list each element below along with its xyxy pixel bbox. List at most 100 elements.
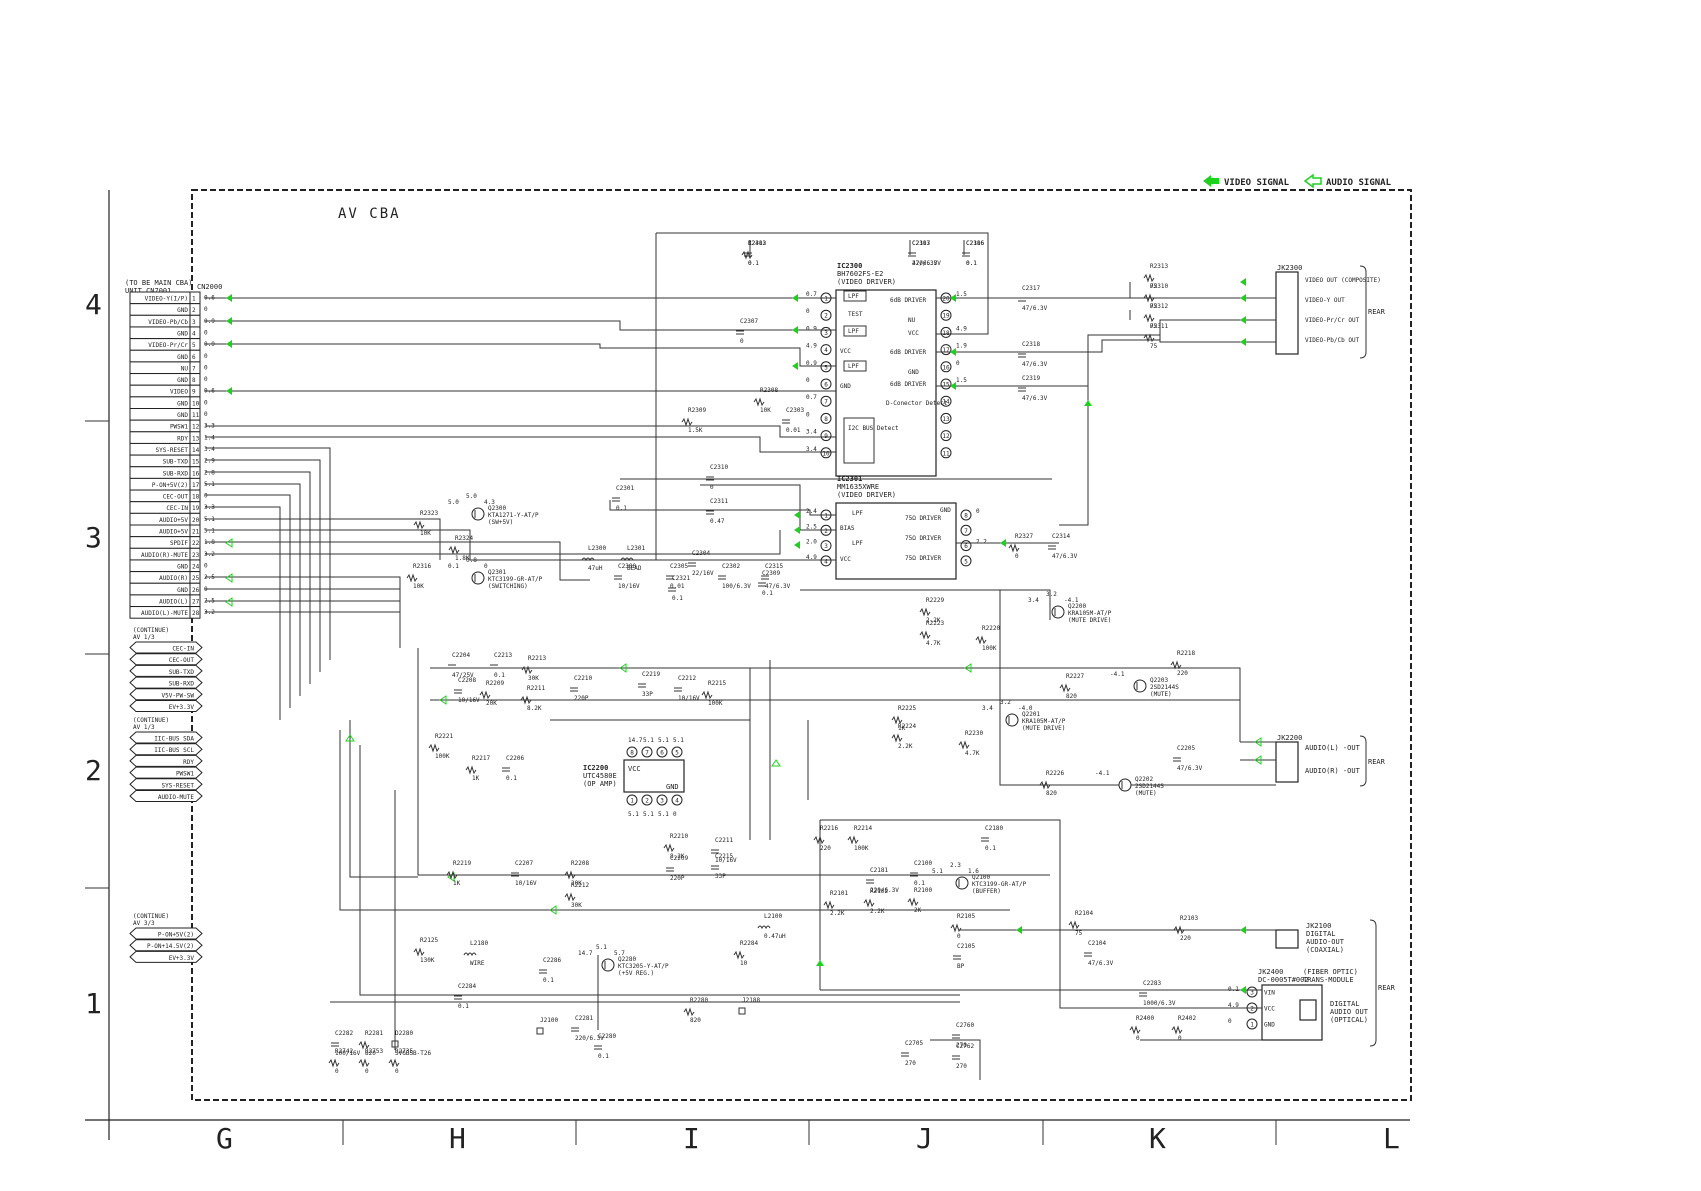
cn2000-pin-number: 7 bbox=[192, 365, 196, 372]
resistor-icon bbox=[521, 665, 533, 675]
cn2000-pin-name: VIDEO bbox=[170, 389, 188, 396]
cn2000-pin-number: 3 bbox=[192, 319, 196, 326]
jk2100-desc-3: (COAXIAL) bbox=[1306, 946, 1344, 954]
pin-number: 4 bbox=[824, 347, 828, 354]
resistor-icon bbox=[358, 1058, 370, 1068]
cn2000-pin-number: 2 bbox=[192, 307, 196, 314]
resistor-icon bbox=[1008, 543, 1020, 553]
pin-circle bbox=[1246, 1018, 1258, 1030]
pin-circle bbox=[940, 309, 952, 321]
jk2400-side-label: REAR bbox=[1378, 984, 1396, 992]
ic2300-block-label: 6dB DRIVER bbox=[890, 349, 927, 356]
component-ref: R2220 bbox=[982, 625, 1000, 632]
ic2300-right-voltage: 1.5 bbox=[956, 377, 967, 384]
component-ref: C2219 bbox=[642, 671, 660, 678]
ic2301-func: (VIDEO DRIVER) bbox=[837, 491, 896, 499]
ic2300-left-voltage: 3.4 bbox=[806, 446, 817, 453]
component-value: 270 bbox=[905, 1060, 916, 1067]
pin-circle bbox=[820, 555, 832, 567]
component-ref: C2208 bbox=[458, 677, 476, 684]
component-ref: C2284 bbox=[458, 983, 476, 990]
jk2200-jack: JK2200 AUDIO(L) -OUT AUDIO(R) -OUT REAR bbox=[1275, 734, 1386, 787]
component-value: 270 bbox=[956, 1042, 967, 1049]
component-ref: R2753 bbox=[365, 1048, 383, 1055]
component-ref: R2284 bbox=[740, 940, 758, 947]
component-ref: C2181 bbox=[870, 867, 888, 874]
component-value: 270 bbox=[956, 1063, 967, 1070]
resistor-icon bbox=[847, 835, 859, 845]
resistor-icon bbox=[663, 843, 675, 853]
component-value: 2K bbox=[914, 907, 922, 914]
resistor-icon bbox=[891, 733, 903, 743]
continue-group-subtitle: AV 3/3 bbox=[133, 920, 155, 927]
cn2000-pin-number: 20 bbox=[192, 517, 200, 524]
component-value: 75 bbox=[1150, 323, 1158, 330]
jk2300-output-label: VIDEO-Pr/Cr OUT bbox=[1305, 317, 1360, 324]
continue-group-title: (CONTINUE) bbox=[133, 717, 169, 724]
transistor-voltage: -4.1 bbox=[1064, 597, 1079, 604]
pin-number: 3 bbox=[824, 330, 828, 337]
resistor-icon bbox=[1129, 1025, 1141, 1035]
transistor-part: KRA105M-AT/P bbox=[1068, 610, 1112, 617]
cn2000-pin-voltage: 0 bbox=[204, 306, 208, 313]
cn2000-pin-number: 8 bbox=[192, 377, 196, 384]
component-ref: C2283 bbox=[1143, 980, 1161, 987]
cn2000-pin-voltage: 0 bbox=[204, 364, 208, 371]
cn2000-pin-number: 18 bbox=[192, 494, 200, 501]
transistor-icon bbox=[1005, 713, 1019, 727]
pin-number: 4 bbox=[675, 798, 679, 805]
ic2300-right-pin: 17 bbox=[940, 344, 952, 356]
ic2300-left-voltage: 0.9 bbox=[806, 325, 817, 332]
continue-signal-tag bbox=[129, 927, 203, 940]
component-value: 0.1 bbox=[966, 260, 977, 267]
passive-components: C23120.1C231347/6.3VC23160.1C23070R23081… bbox=[328, 240, 1203, 1075]
cn2000-pin-voltage: 2.5 bbox=[204, 574, 215, 581]
component-value: 47/6.3V bbox=[1177, 765, 1203, 772]
component-ref: R2229 bbox=[926, 597, 944, 604]
cn2000-pin-number: 26 bbox=[192, 587, 200, 594]
grid-col-h: H bbox=[449, 1122, 466, 1155]
cn2000-pin-voltage: 0 bbox=[204, 329, 208, 336]
continue-signal-tag bbox=[129, 688, 203, 701]
continue-signal-tag bbox=[129, 653, 203, 666]
continue-signal-label: SYS-RESET bbox=[161, 782, 194, 789]
component-value: 820 bbox=[1066, 693, 1077, 700]
component-ref: R2402 bbox=[1178, 1015, 1196, 1022]
ic2300-left-voltage: 3.4 bbox=[806, 429, 817, 436]
resistor-icon bbox=[1143, 273, 1155, 283]
pin-number: 5 bbox=[964, 558, 968, 565]
cn2000-pin-number: 13 bbox=[192, 435, 200, 442]
cn2000-pin-voltage: 1.8 bbox=[204, 539, 215, 546]
transistor-voltage: 0.8 bbox=[466, 557, 477, 564]
cn2000-pin-name: AUDIO(R) bbox=[159, 575, 188, 582]
transistor-function: (SW+5V) bbox=[488, 519, 513, 526]
component-ref: R2215 bbox=[708, 680, 726, 687]
component-ref: J2188 bbox=[742, 997, 760, 1004]
pin-circle bbox=[656, 794, 668, 806]
transistor-voltage: 0.1 bbox=[448, 563, 459, 570]
component-ref: C2762 bbox=[956, 1043, 974, 1050]
cn2000-pin-number: 23 bbox=[192, 552, 200, 559]
